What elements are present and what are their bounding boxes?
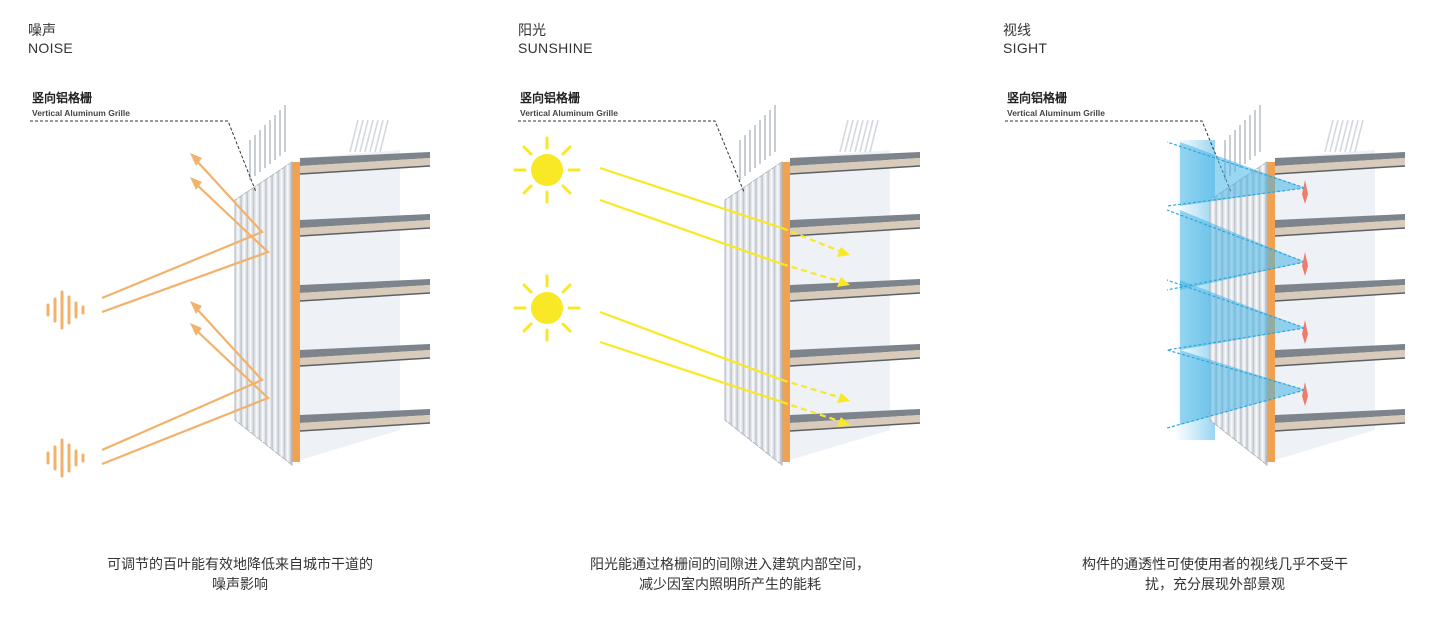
floor-slab xyxy=(789,344,921,367)
sight-panel: 视线 SIGHT 竖向铝格栅 Vertical Aluminum Grille xyxy=(975,0,1430,623)
floor-slab xyxy=(789,214,921,237)
sightline-arrows xyxy=(1166,141,1306,429)
column xyxy=(782,162,790,462)
floor-slab xyxy=(1274,152,1406,175)
floor-slab xyxy=(789,152,921,175)
floor-slab xyxy=(299,214,431,237)
panel-caption: 可调节的百叶能有效地降低来自城市干道的 噪声影响 xyxy=(107,556,373,592)
floor-slab xyxy=(1274,344,1406,367)
column xyxy=(292,162,300,462)
floor-slab xyxy=(1274,214,1406,237)
building-section xyxy=(724,105,921,467)
grille-label-cn: 竖向铝格栅 xyxy=(520,90,580,105)
sightline-cones xyxy=(1180,142,1305,425)
floor-slab xyxy=(299,152,431,175)
panel-title-en: NOISE xyxy=(28,40,74,56)
floor-slab xyxy=(789,409,921,432)
panel-title-en: SIGHT xyxy=(1003,40,1048,56)
sun-rays xyxy=(599,166,850,427)
grille-label-cn: 竖向铝格栅 xyxy=(32,90,92,105)
sun-icon xyxy=(513,274,581,342)
floor-slab xyxy=(1274,279,1406,302)
grille-label-en: Vertical Aluminum Grille xyxy=(32,108,130,118)
grille-label: 竖向铝格栅 Vertical Aluminum Grille xyxy=(518,90,745,193)
panel-caption: 阳光能通过格栅间的间隙进入建筑内部空间， 减少因室内照明所产生的能耗 xyxy=(590,556,870,592)
noise-diagram: 竖向铝格栅 Vertical Aluminum Grille xyxy=(30,90,431,478)
building-section xyxy=(234,105,431,467)
sight-diagram: 竖向铝格栅 Vertical Aluminum Grille xyxy=(1005,90,1406,467)
building-section xyxy=(1209,105,1406,467)
person-marker-icon xyxy=(1302,180,1308,406)
panel-title-cn: 噪声 xyxy=(28,22,56,38)
panel-title-cn: 视线 xyxy=(1003,22,1031,38)
sunshine-panel: 阳光 SUNSHINE 竖向铝格栅 Vertical Aluminum Gril… xyxy=(490,0,966,623)
floor-slab xyxy=(299,279,431,302)
noise-panel: 噪声 NOISE 竖向铝格栅 Vertical Aluminum Grille xyxy=(0,0,476,623)
grille-label-cn: 竖向铝格栅 xyxy=(1007,90,1067,105)
panel-title-cn: 阳光 xyxy=(518,22,546,38)
floor-slab xyxy=(299,344,431,367)
floor-slab xyxy=(1274,409,1406,432)
column xyxy=(1267,162,1275,462)
panel-title-en: SUNSHINE xyxy=(518,40,593,56)
grille-label-en: Vertical Aluminum Grille xyxy=(1007,108,1105,118)
panel-caption: 构件的通透性可使使用者的视线几乎不受干 扰，充分展现外部景观 xyxy=(1082,556,1348,592)
grille-label: 竖向铝格栅 Vertical Aluminum Grille xyxy=(30,90,257,193)
sound-wave-icon xyxy=(46,290,85,330)
grille-label-en: Vertical Aluminum Grille xyxy=(520,108,618,118)
noise-arrows xyxy=(101,153,271,466)
sun-icon xyxy=(513,136,581,204)
sunshine-diagram: 竖向铝格栅 Vertical Aluminum Grille xyxy=(513,90,921,467)
floor-slab xyxy=(789,279,921,302)
sound-wave-icon xyxy=(46,438,85,478)
floor-slab xyxy=(299,409,431,432)
grille-label: 竖向铝格栅 Vertical Aluminum Grille xyxy=(1005,90,1232,193)
